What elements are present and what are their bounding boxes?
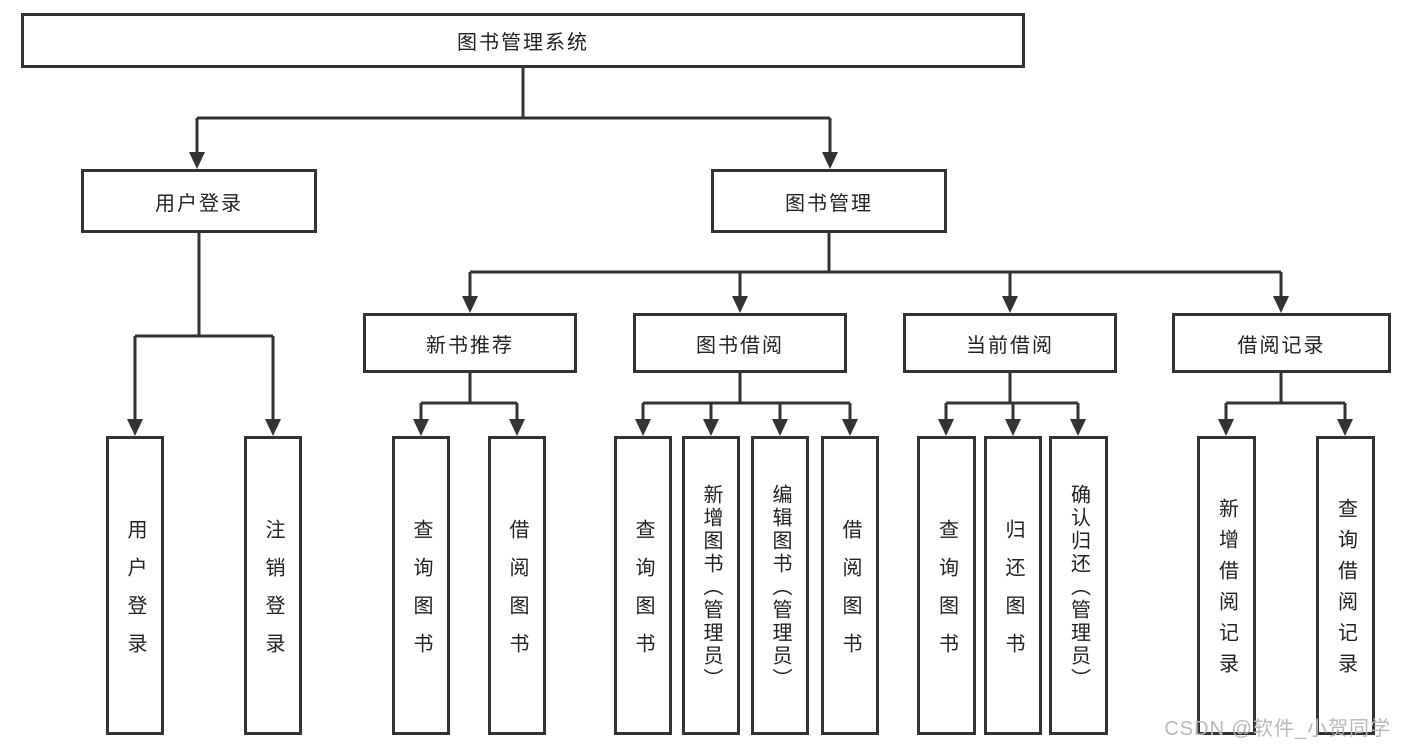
node-label: 注销登录	[262, 518, 284, 671]
node-label: 图书管理	[785, 192, 873, 215]
node-book-borrowing: 图书借阅	[633, 313, 847, 373]
leaf-user-login: 用户登录	[106, 436, 164, 735]
node-label: 查询图书	[632, 518, 654, 671]
node-label: 用户登录	[155, 192, 243, 215]
node-label: 借阅图书	[506, 518, 528, 671]
node-label: 借阅图书	[839, 518, 861, 671]
leaf-add-books-admin: 新增图书（管理员）	[682, 436, 740, 735]
leaf-confirm-return-admin: 确认归还（管理员）	[1049, 436, 1108, 735]
leaf-logout: 注销登录	[244, 436, 302, 735]
node-label: 图书管理系统	[457, 32, 589, 54]
node-label: 查询图书	[935, 518, 958, 671]
node-label: 新书推荐	[426, 334, 514, 357]
csdn-watermark: CSDN @软件_小贺同学	[1164, 718, 1391, 740]
leaf-add-borrow-record: 新增借阅记录	[1197, 436, 1256, 735]
node-label: 用户登录	[124, 518, 146, 671]
node-system-root: 图书管理系统	[21, 13, 1025, 68]
leaf-query-books-1: 查询图书	[392, 436, 450, 735]
node-label: 当前借阅	[966, 334, 1054, 357]
leaf-return-books: 归还图书	[984, 436, 1042, 735]
leaf-query-borrow-record: 查询借阅记录	[1316, 436, 1375, 735]
leaf-edit-books-admin: 编辑图书（管理员）	[751, 436, 809, 735]
node-label: 新增借阅记录	[1215, 498, 1238, 684]
node-label: 归还图书	[1002, 518, 1024, 671]
node-user-login: 用户登录	[81, 169, 317, 233]
node-label: 借阅记录	[1237, 334, 1326, 357]
leaf-query-books-2: 查询图书	[614, 436, 672, 735]
node-borrowing-records: 借阅记录	[1172, 313, 1391, 373]
arrowheads	[127, 152, 1353, 436]
node-new-book-recommendation: 新书推荐	[363, 313, 577, 373]
node-label: 查询借阅记录	[1334, 498, 1357, 684]
node-label: 新增图书（管理员）	[700, 483, 722, 691]
node-label: 图书借阅	[696, 334, 784, 357]
leaf-borrow-books-1: 借阅图书	[488, 436, 546, 735]
node-label: 编辑图书（管理员）	[769, 483, 791, 691]
node-label: 查询图书	[410, 518, 432, 671]
node-book-management: 图书管理	[711, 169, 947, 233]
leaf-borrow-books-2: 借阅图书	[821, 436, 879, 735]
node-label: 确认归还（管理员）	[1067, 483, 1090, 691]
node-current-borrowing: 当前借阅	[903, 313, 1117, 373]
leaf-query-books-3: 查询图书	[917, 436, 976, 735]
